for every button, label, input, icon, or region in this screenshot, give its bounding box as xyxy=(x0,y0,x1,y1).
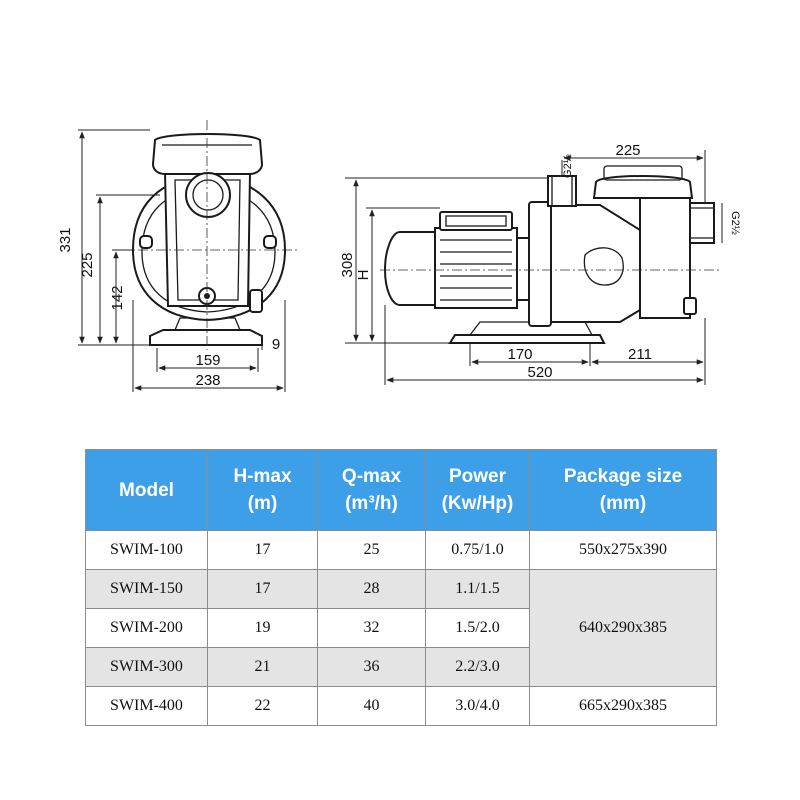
dim-side-length-overall: 520 xyxy=(527,364,552,381)
cell-q-max: 28 xyxy=(317,569,426,609)
dim-height-outlet: 225 xyxy=(79,252,96,277)
dim-side-base-right: 211 xyxy=(628,346,652,363)
dim-side-base-left: 170 xyxy=(507,346,532,363)
cell-h-max: 17 xyxy=(207,530,318,570)
cell-q-max: 25 xyxy=(317,530,426,570)
header-power: Power (Kw/Hp) xyxy=(425,449,530,531)
cell-model: SWIM-300 xyxy=(85,647,208,687)
cell-model: SWIM-200 xyxy=(85,608,208,648)
dim-side-height-overall: 308 xyxy=(339,252,356,277)
label-side-port-thread: G2½ xyxy=(729,211,741,235)
header-package-size: Package size (mm) xyxy=(529,449,717,531)
dim-height-overall: 331 xyxy=(57,227,74,252)
cell-q-max: 32 xyxy=(317,608,426,648)
table-row: SWIM-400 22 40 3.0/4.0 665x290x385 xyxy=(85,686,717,726)
cell-model: SWIM-100 xyxy=(85,530,208,570)
cell-h-max: 17 xyxy=(207,569,318,609)
dim-side-height-label: H xyxy=(355,270,372,281)
header-q-max: Q-max (m³/h) xyxy=(317,449,426,531)
cell-power: 3.0/4.0 xyxy=(425,686,530,726)
table-row: SWIM-200 19 32 1.5/2.0 xyxy=(85,608,717,648)
table-header-row: Model H-max (m) Q-max (m³/h) Power (Kw/H… xyxy=(85,449,717,531)
pump-dimension-drawing: 331 225 142 9 159 238 xyxy=(57,120,741,392)
cell-h-max: 21 xyxy=(207,647,318,687)
header-model: Model xyxy=(85,449,208,531)
specification-table: Model H-max (m) Q-max (m³/h) Power (Kw/H… xyxy=(85,449,717,726)
cell-h-max: 22 xyxy=(207,686,318,726)
front-view: 331 225 142 9 159 238 xyxy=(57,120,300,392)
header-h-max: H-max (m) xyxy=(207,449,318,531)
cell-h-max: 19 xyxy=(207,608,318,648)
cell-q-max: 36 xyxy=(317,647,426,687)
cell-q-max: 40 xyxy=(317,686,426,726)
cell-power: 1.1/1.5 xyxy=(425,569,530,609)
table-row: SWIM-150 17 28 1.1/1.5 640x290x385 xyxy=(85,569,717,687)
cell-power: 2.2/3.0 xyxy=(425,647,530,687)
dim-height-shaft: 142 xyxy=(109,285,126,310)
cell-model: SWIM-150 xyxy=(85,569,208,609)
cell-package-size: 640x290x385 xyxy=(529,569,717,687)
dim-width-overall: 238 xyxy=(195,372,220,389)
dim-base-offset: 9 xyxy=(272,336,280,353)
table-row: SWIM-100 17 25 0.75/1.0 550x275x390 xyxy=(85,530,717,570)
cell-package-size: 665x290x385 xyxy=(529,686,717,726)
dim-side-top-length: 225 xyxy=(615,142,640,159)
side-view: 308 H G2½ 225 G2½ 170 211 520 xyxy=(339,142,741,385)
cell-model: SWIM-400 xyxy=(85,686,208,726)
cell-power: 0.75/1.0 xyxy=(425,530,530,570)
dim-base-hole-spacing: 159 xyxy=(195,352,220,369)
cell-package-size: 550x275x390 xyxy=(529,530,717,570)
cell-power: 1.5/2.0 xyxy=(425,608,530,648)
